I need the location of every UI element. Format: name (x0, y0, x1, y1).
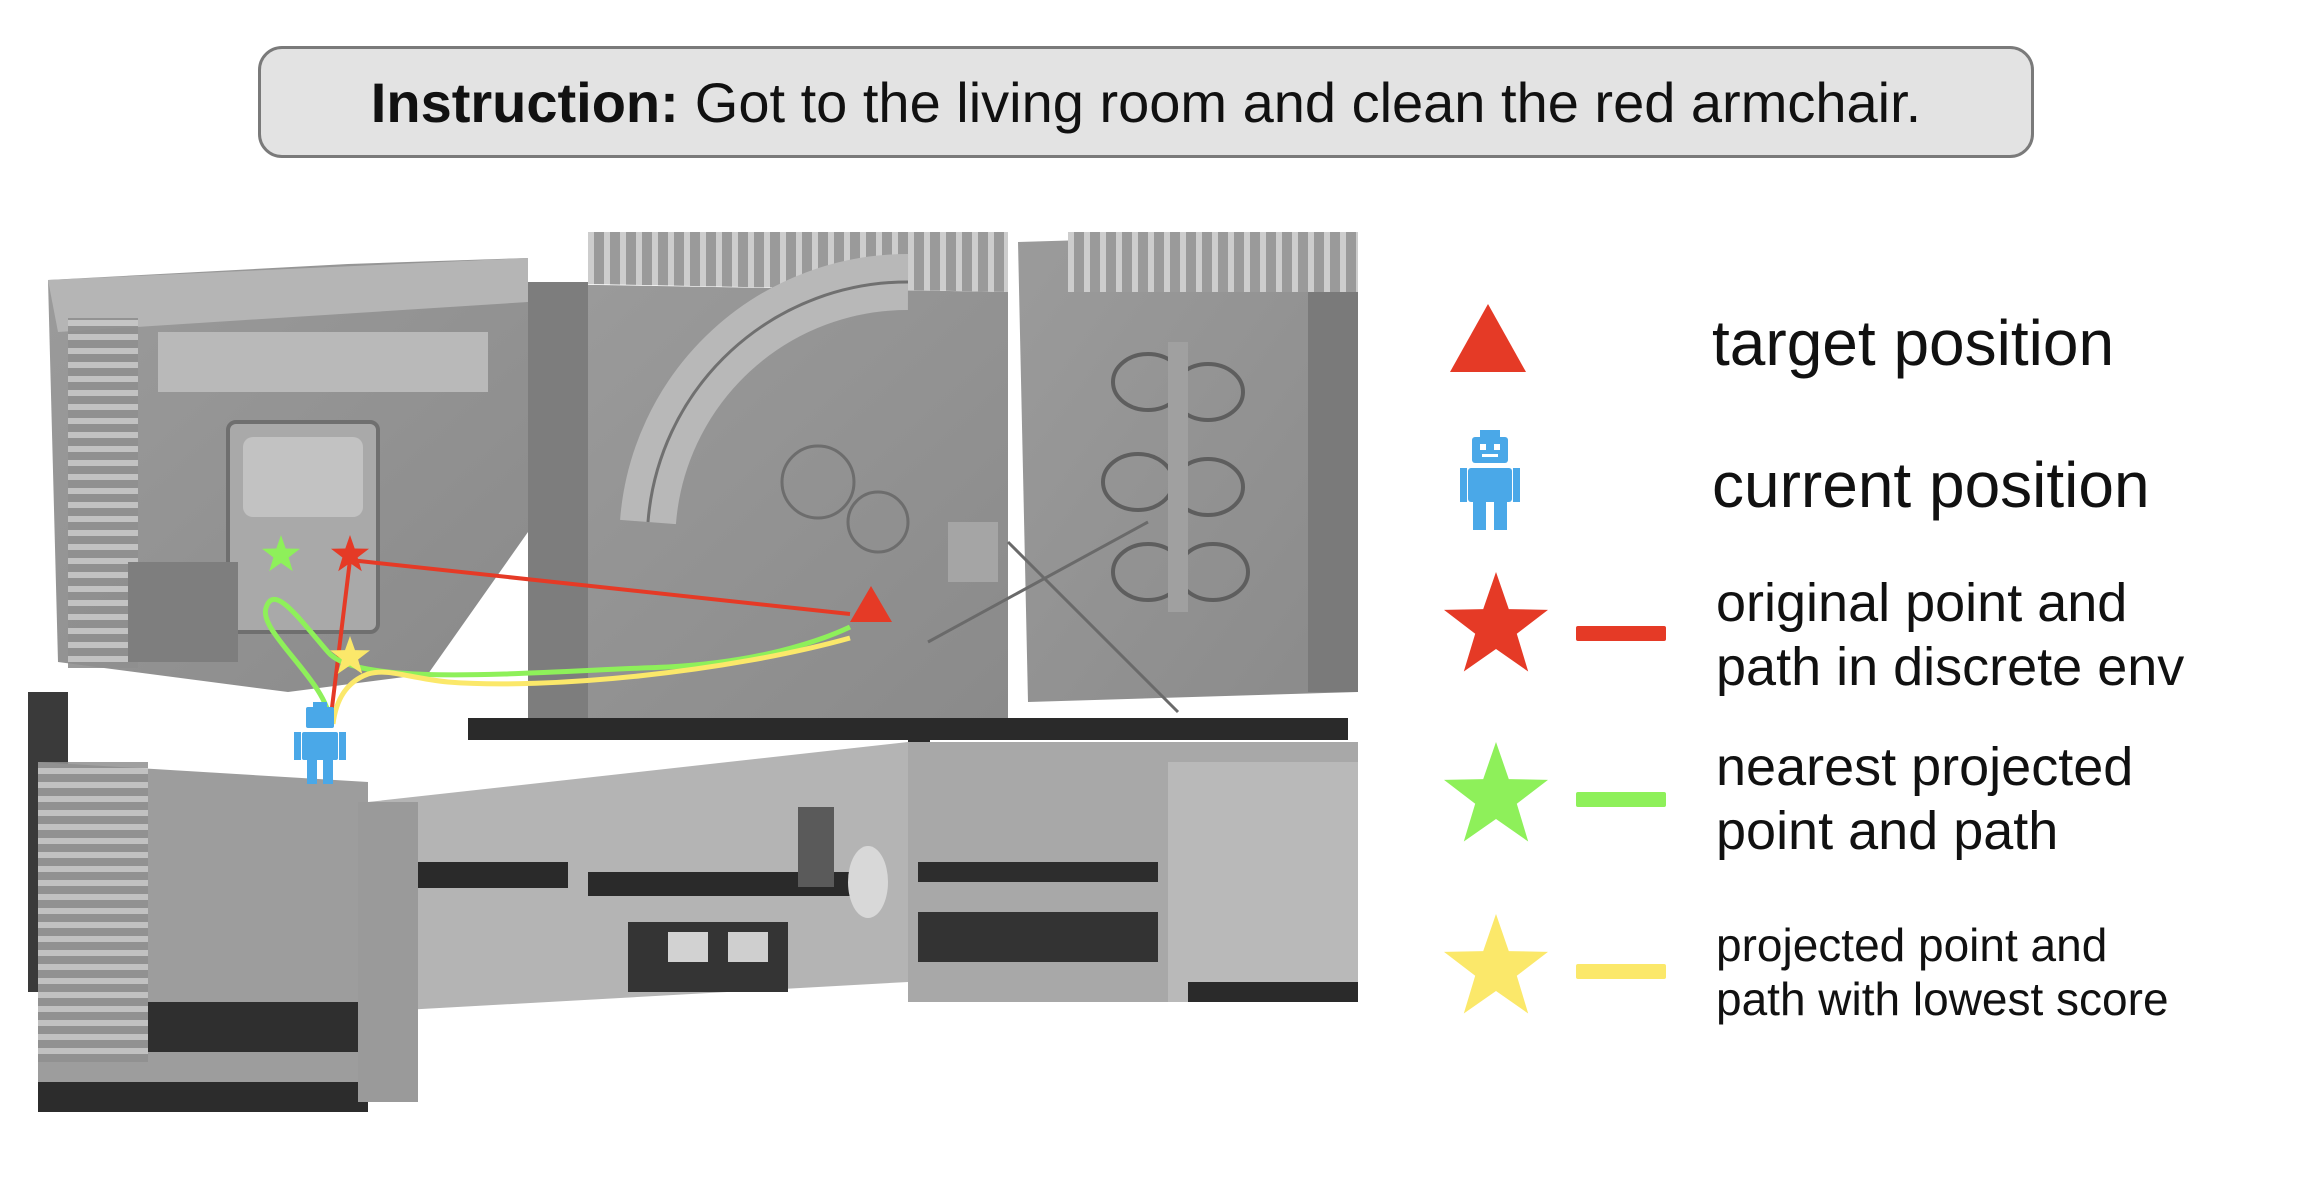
legend-original: original point and path in discrete env (1440, 570, 2280, 700)
star-icon (1444, 742, 1548, 842)
legend-lowest: projected point and path with lowest sco… (1440, 912, 2280, 1042)
map-markers (262, 535, 892, 784)
bottom-rooms (38, 742, 1358, 1112)
floor-plan-svg (28, 232, 1358, 1112)
bedroom-room (48, 258, 528, 692)
star-icon (1444, 914, 1548, 1014)
legend-lowest-line2: path with lowest score (1716, 973, 2169, 1025)
star-icon (1444, 572, 1548, 672)
lowest-score-path-line (330, 635, 851, 725)
instruction-box: Instruction: Got to the living room and … (258, 46, 2034, 158)
legend-nearest-line2: point and path (1716, 801, 2059, 861)
legend-nearest: nearest projected point and path (1440, 736, 2280, 866)
legend-lowest-line1: projected point and (1716, 919, 2108, 971)
legend-current: current position (1440, 430, 2280, 540)
legend-target: target position (1440, 290, 2280, 400)
triangle-icon (1450, 304, 1526, 372)
legend-nearest-line1: nearest projected (1716, 737, 2134, 797)
legend-original-line1: original point and (1716, 573, 2128, 633)
legend-original-line2: path in discrete env (1716, 637, 2185, 697)
legend-current-label: current position (1712, 449, 2150, 521)
original-point-star-icon (331, 535, 369, 572)
floor-plan-map (28, 222, 1378, 1122)
legend-target-label: target position (1712, 307, 2115, 379)
instruction-label: Instruction: (370, 70, 679, 134)
living-room (528, 232, 1008, 722)
nearest-path-legend-line (1576, 792, 1666, 807)
robot-icon (1460, 430, 1520, 530)
dining-room (927, 232, 1358, 714)
target-triangle-icon (850, 586, 892, 622)
original-path-legend-line (1576, 626, 1666, 641)
robot-icon (294, 702, 346, 784)
lowest-score-star-icon (330, 636, 370, 674)
instruction-text: Got to the living room and clean the red… (694, 70, 1922, 134)
nearest-projected-star-icon (262, 535, 300, 572)
lowest-path-legend-line (1576, 964, 1666, 979)
